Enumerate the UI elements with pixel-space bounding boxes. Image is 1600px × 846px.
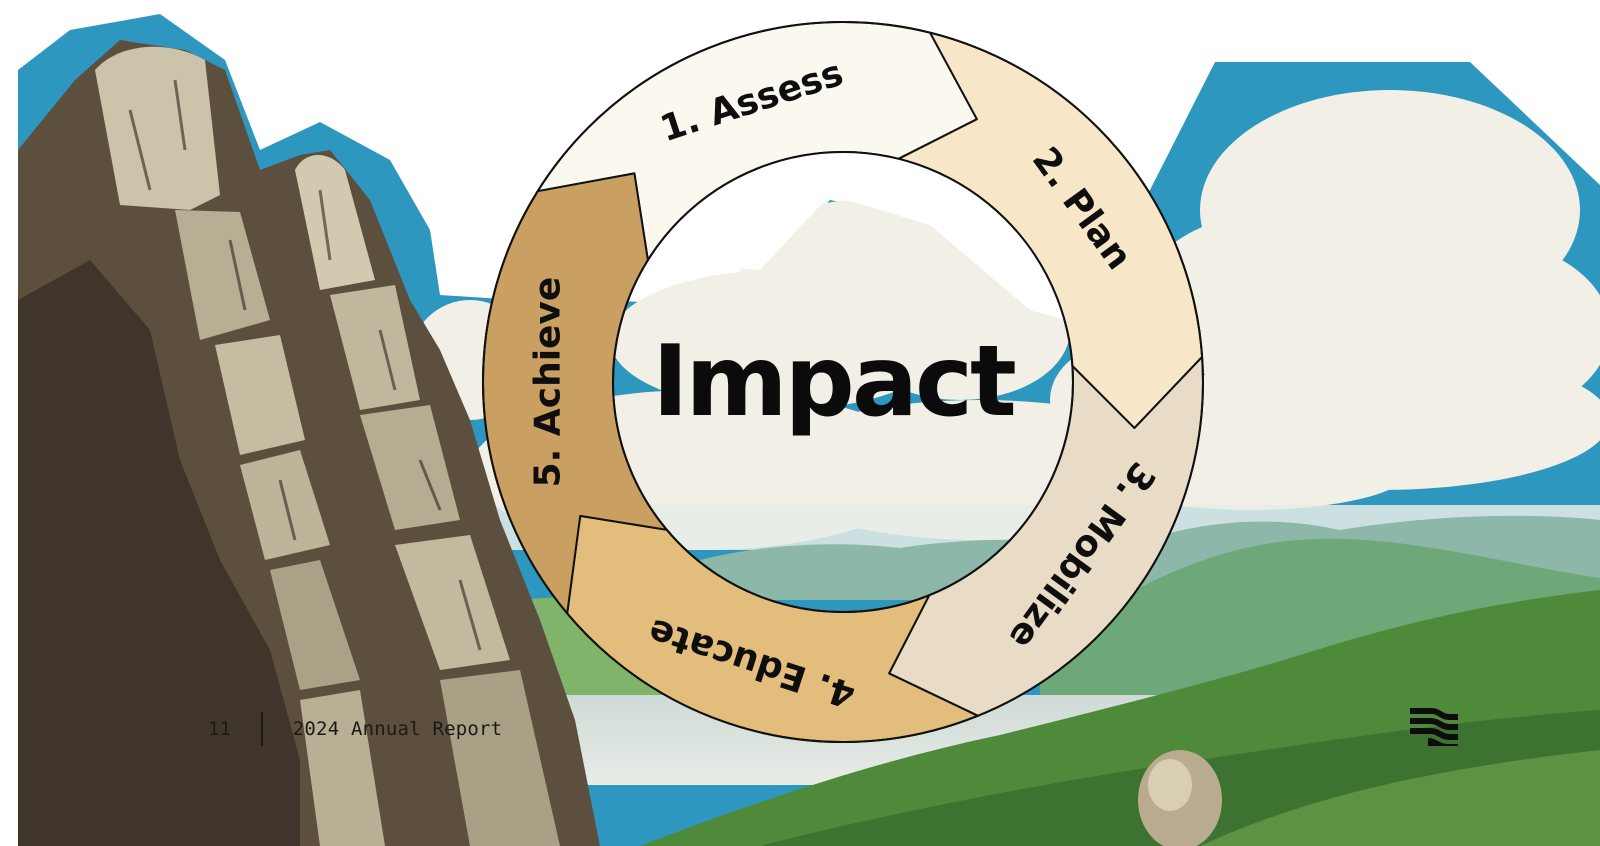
page-footer: 11 2024 Annual Report <box>208 712 503 746</box>
footer-divider <box>261 712 263 746</box>
page-number: 11 <box>208 718 232 740</box>
cycle-outer-rim <box>482 21 1204 743</box>
center-title: Impact <box>652 325 1015 439</box>
landscape-illustration <box>18 14 1600 846</box>
report-title: 2024 Annual Report <box>292 718 503 740</box>
rock-formation <box>18 40 600 846</box>
cycle-step-5-label: 5. Achieve <box>528 277 569 488</box>
left-edge-strip <box>0 0 18 846</box>
wave-lines-logo-icon <box>1410 708 1458 746</box>
